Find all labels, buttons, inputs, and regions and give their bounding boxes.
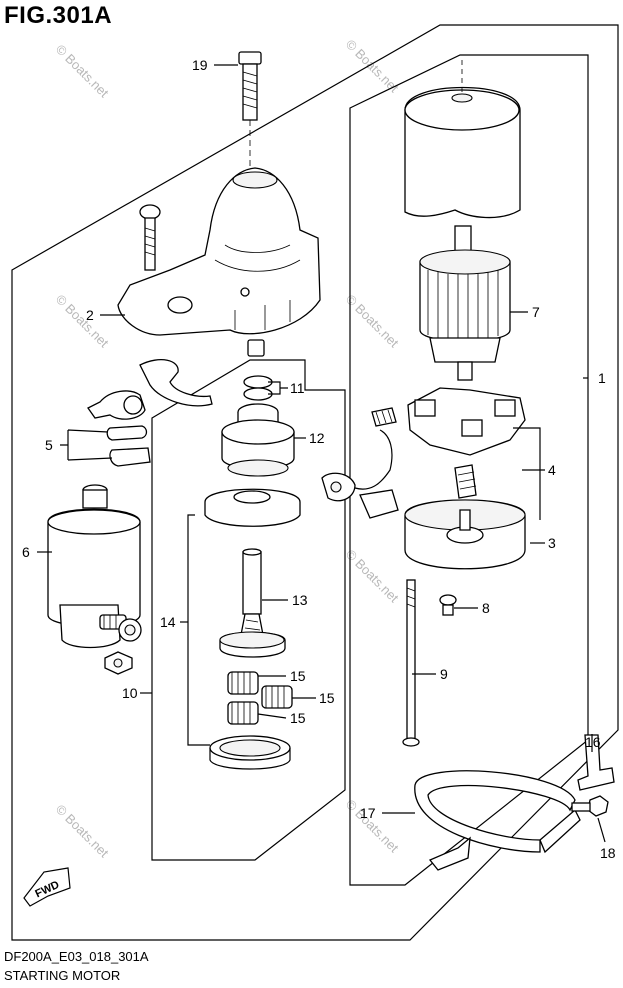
part-solenoid-6: [47, 484, 141, 649]
part-brush-holder-4: [371, 387, 526, 499]
part-bushing: [247, 339, 265, 357]
part-rings-11: [243, 375, 273, 401]
callout-15: 15: [290, 668, 306, 684]
part-screw: [139, 204, 161, 271]
callout-11: 11: [290, 380, 305, 396]
callout-12: 12: [309, 430, 325, 446]
figure-code: DF200A_E03_018_301A: [4, 949, 149, 964]
part-planet-gears-15: [227, 671, 293, 725]
part-plunger-5: [87, 390, 151, 467]
watermark: © Boats.net: [53, 42, 112, 101]
callout-15: 15: [290, 710, 306, 726]
callout-2: 2: [86, 307, 94, 323]
callout-18: 18: [600, 845, 616, 861]
fwd-label: FWD: [33, 879, 61, 900]
callout-3: 3: [548, 535, 556, 551]
callout-14: 14: [160, 614, 176, 630]
callout-10: 10: [122, 685, 138, 701]
part-bracket-16: [577, 734, 615, 791]
figure-title: FIG.301A: [4, 2, 113, 29]
leader-lines: [37, 64, 606, 843]
part-internal-gear: [209, 735, 291, 770]
callout-5: 5: [45, 437, 53, 453]
drive-group-outline: [151, 359, 346, 861]
section-title: STARTING MOTOR: [4, 968, 121, 983]
part-band-17: [414, 770, 581, 871]
callout-1: 1: [598, 370, 606, 386]
callout-8: 8: [482, 600, 490, 616]
callout-13: 13: [292, 592, 308, 608]
part-housing-plate: [204, 488, 301, 527]
part-yoke: [404, 60, 521, 219]
part-armature-7: [419, 225, 511, 381]
callout-16: 16: [585, 734, 601, 750]
callout-9: 9: [440, 666, 448, 682]
callouts: 19 2 1 3 4 5 6 7 8 9 10 11 12 13 14 15 1…: [22, 57, 616, 861]
callout-15: 15: [319, 690, 335, 706]
callout-7: 7: [532, 304, 540, 320]
watermark: © Boats.net: [53, 292, 112, 351]
watermark: © Boats.net: [53, 802, 112, 861]
part-screw-8: [439, 594, 457, 616]
part-drive-housing-2: [117, 167, 321, 336]
part-pinion-12: [221, 403, 295, 477]
assembly-outline: [11, 24, 619, 941]
callout-17: 17: [360, 805, 376, 821]
part-shaft-13: [219, 548, 286, 658]
callout-19: 19: [192, 57, 208, 73]
bracket-14: [187, 514, 210, 746]
part-end-frame-3: [404, 499, 526, 570]
callout-4: 4: [548, 462, 556, 478]
callout-6: 6: [22, 544, 30, 560]
fwd-direction-badge: FWD: [23, 867, 71, 907]
part-nuts: [104, 618, 142, 675]
part-through-bolt-9: [402, 579, 420, 747]
watermark: © Boats.net: [343, 292, 402, 351]
watermark: © Boats.net: [343, 547, 402, 606]
part-bolt-18: [571, 795, 609, 817]
part-lever: [139, 359, 213, 407]
part-terminal-lead: [321, 429, 399, 519]
